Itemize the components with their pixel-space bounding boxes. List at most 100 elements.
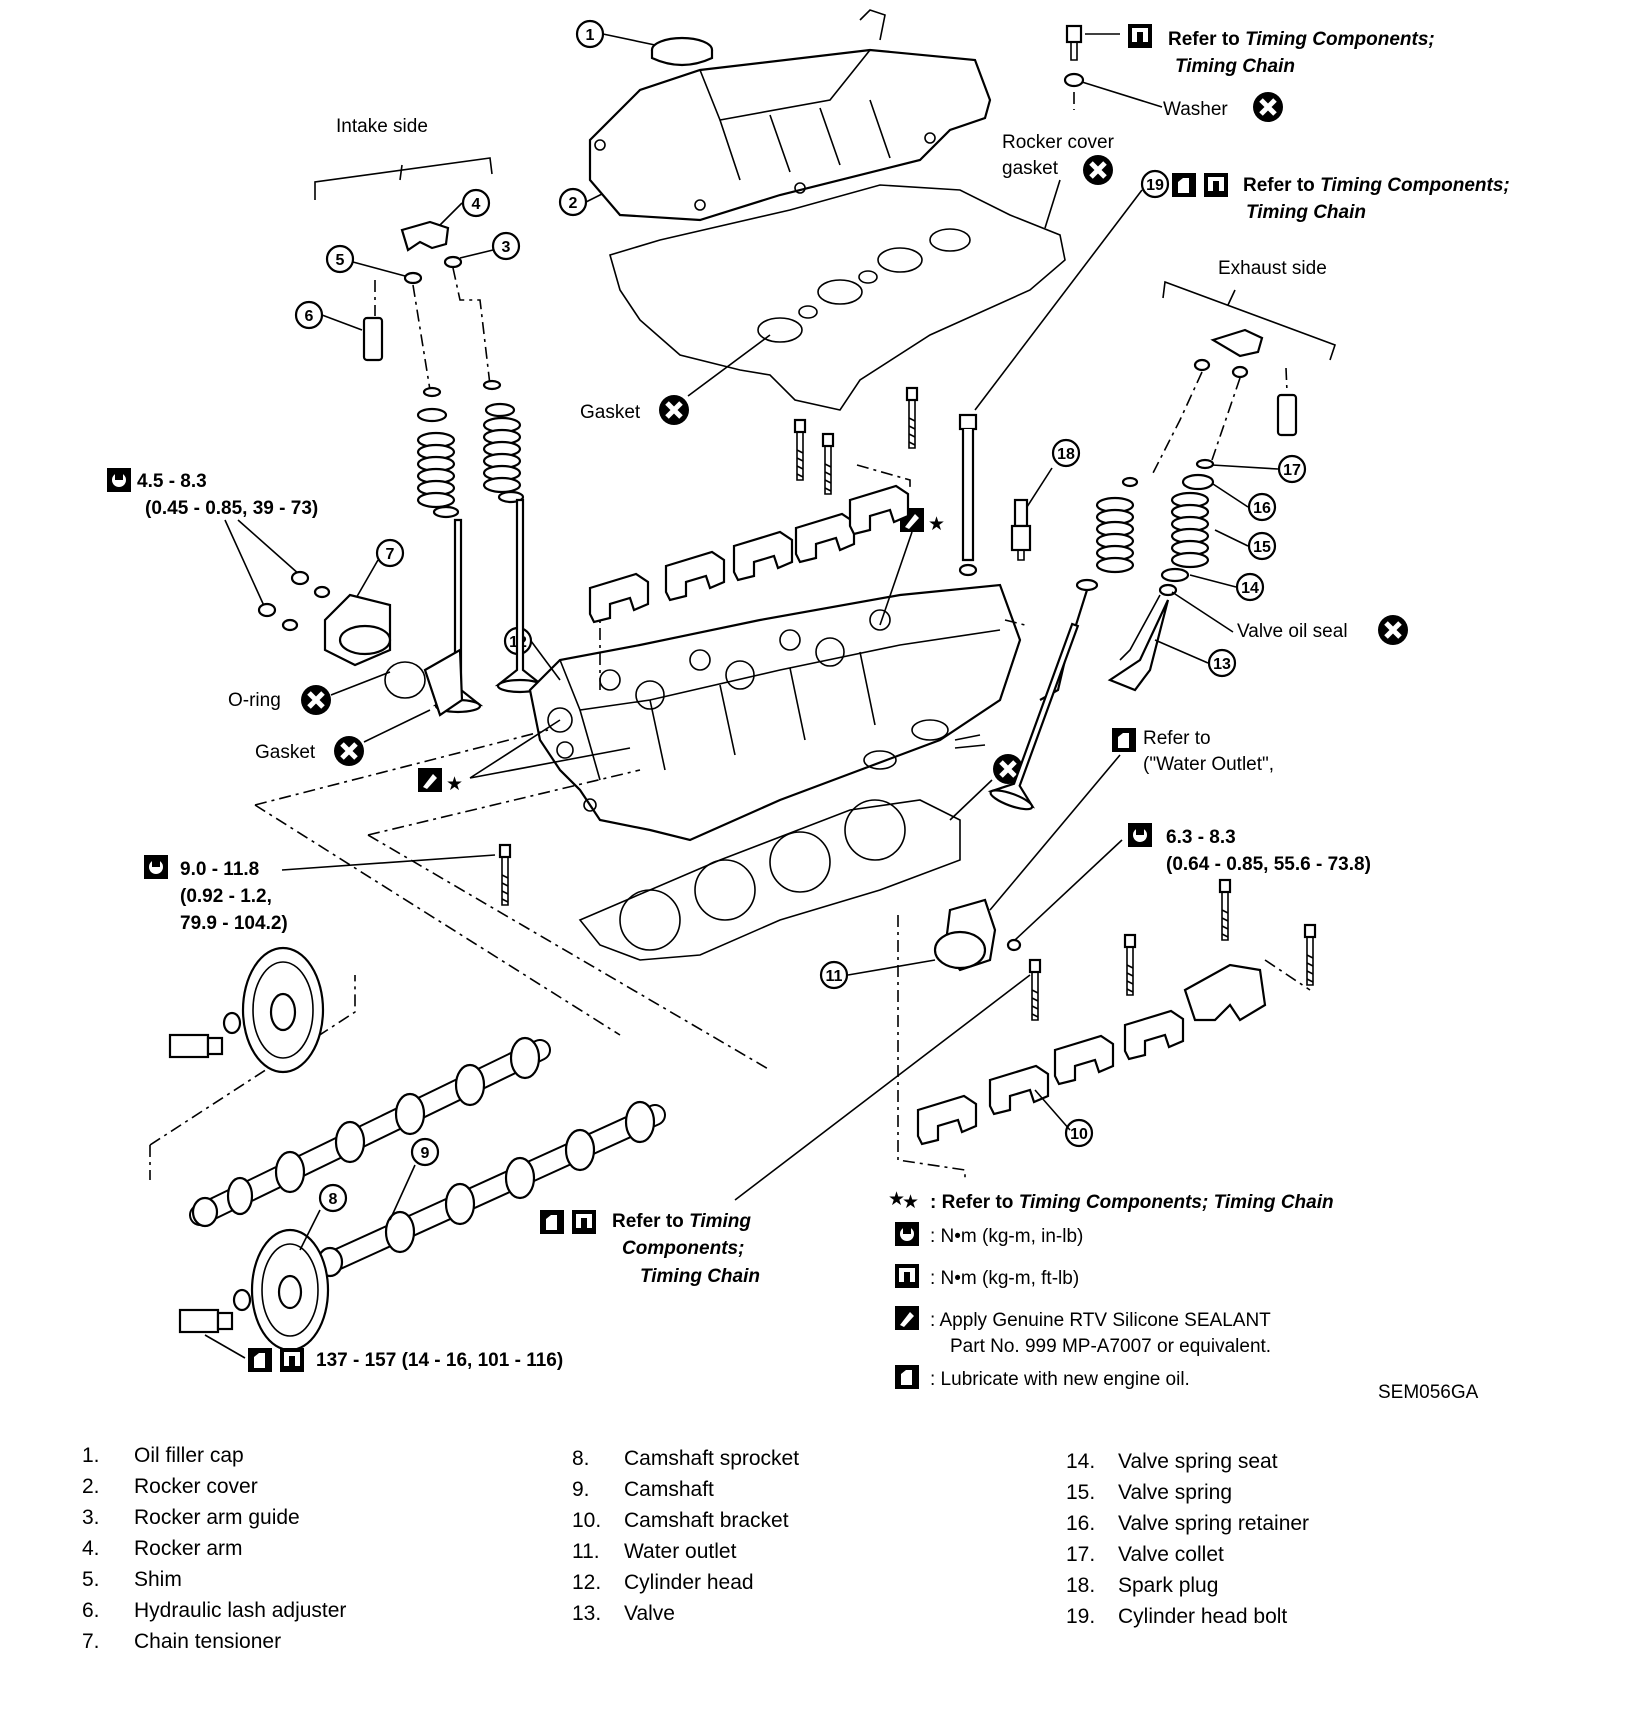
svg-text:16: 16: [1253, 500, 1271, 517]
rtv-star-right: ★: [879, 508, 945, 626]
exhaust-camshaft-assembly: [178, 1100, 666, 1359]
list-item: 13.Valve: [572, 1602, 675, 1625]
exhaust-side-group: Exhaust side Valve oil seal: [987, 258, 1408, 815]
list-item: 8.Camshaft sprocket: [572, 1447, 800, 1470]
list-item: 5.Shim: [82, 1568, 182, 1591]
rtv-star-left: ★: [418, 719, 631, 795]
water-outlet: Refer to ("Water Outlet",: [847, 728, 1274, 976]
svg-text:Timing Chain: Timing Chain: [1175, 56, 1295, 77]
svg-text:Valve oil seal: Valve oil seal: [1237, 621, 1348, 642]
svg-text:: Lubricate with new engine oi: : Lubricate with new engine oil.: [930, 1369, 1190, 1390]
svg-text:Timing Chain: Timing Chain: [1246, 202, 1366, 223]
intake-side-group: Intake side: [314, 116, 544, 714]
torque-4.5-8.3: 4.5 - 8.3 (0.45 - 0.85, 39 - 73): [107, 468, 331, 632]
svg-text:Components;: Components;: [622, 1238, 744, 1259]
callout-7: 7: [375, 538, 405, 568]
list-item: 3.Rocker arm guide: [82, 1506, 300, 1529]
callout-13: 13: [1207, 648, 1237, 678]
list-item: 9.Camshaft: [572, 1478, 714, 1501]
svg-text:6.3 - 8.3: 6.3 - 8.3: [1166, 827, 1236, 848]
svg-text:: Apply Genuine RTV Silicone S: : Apply Genuine RTV Silicone SEALANT: [930, 1310, 1271, 1331]
callout-17: 17: [1277, 454, 1307, 484]
svg-text:★: ★: [446, 774, 463, 795]
svg-text:Gasket: Gasket: [580, 402, 641, 423]
svg-text:Refer to Timing: Refer to Timing: [612, 1211, 751, 1232]
callouts: 1 2 3 4 5 6 7 8 9 10 11 12 13 14 15 16 1…: [294, 19, 1307, 1213]
refer-timing-bottom: Refer to Timing Components; Timing Chain: [540, 974, 1031, 1287]
cylinder-head: [528, 583, 1022, 842]
assembly-lines: [149, 619, 1026, 1180]
svg-text:3: 3: [502, 239, 511, 256]
svg-text:15: 15: [1253, 539, 1271, 556]
callout-8: 8: [318, 1183, 348, 1213]
torque-6.3-8.3: 6.3 - 8.3 (0.64 - 0.85, 55.6 - 73.8): [1014, 823, 1371, 941]
callout-2: 2: [558, 187, 588, 217]
svg-text:: N•m (kg-m, ft-lb): : N•m (kg-m, ft-lb): [930, 1268, 1079, 1289]
callout-15: 15: [1247, 531, 1277, 561]
upper-camshaft-brackets: [588, 386, 978, 624]
svg-text:Intake side: Intake side: [336, 116, 428, 137]
svg-text:19: 19: [1146, 177, 1164, 194]
svg-text:★: ★: [888, 1189, 905, 1210]
svg-text:14: 14: [1241, 580, 1259, 597]
list-item: 19.Cylinder head bolt: [1066, 1605, 1288, 1628]
svg-text:9: 9: [421, 1145, 430, 1162]
svg-text:Part No. 999 MP-A7007 or equiv: Part No. 999 MP-A7007 or equivalent.: [950, 1336, 1271, 1357]
intake-camshaft-assembly: [168, 946, 551, 1228]
svg-text:9.0 - 11.8: 9.0 - 11.8: [180, 859, 259, 880]
svg-text:Refer to Timing Components;: Refer to Timing Components;: [1168, 29, 1435, 50]
svg-text:Refer to Timing Components;: Refer to Timing Components;: [1243, 175, 1510, 196]
list-item: 11.Water outlet: [572, 1540, 737, 1563]
svg-text:7: 7: [386, 546, 395, 563]
callout-6: 6: [294, 300, 324, 330]
svg-text:17: 17: [1283, 462, 1301, 479]
list-item: 2.Rocker cover: [82, 1475, 258, 1498]
list-item: 12.Cylinder head: [572, 1571, 754, 1594]
torque-9.0-11.8: 9.0 - 11.8 (0.92 - 1.2, 79.9 - 104.2): [144, 843, 512, 934]
rocker-cover-bolt-group: Refer to Timing Components; Timing Chain…: [1063, 24, 1435, 122]
svg-text:10: 10: [1070, 1126, 1088, 1143]
svg-text:79.9 - 104.2): 79.9 - 104.2): [180, 913, 288, 934]
parts-column-1: 1.Oil filler cap 2.Rocker cover 3.Rocker…: [82, 1440, 542, 1657]
svg-text:(0.92 - 1.2,: (0.92 - 1.2,: [180, 886, 272, 907]
head-gasket: [578, 754, 1023, 961]
list-item: 15.Valve spring: [1066, 1481, 1233, 1504]
svg-text:18: 18: [1057, 446, 1075, 463]
torque-137-157: 137 - 157 (14 - 16, 101 - 116): [248, 1348, 563, 1372]
callout-14: 14: [1235, 572, 1265, 602]
svg-text:Rocker cover: Rocker cover: [1002, 132, 1115, 153]
svg-text:Gasket: Gasket: [255, 742, 316, 763]
svg-text:★: ★: [902, 1192, 919, 1213]
svg-text:1: 1: [586, 27, 595, 44]
svg-text:4.5 - 8.3: 4.5 - 8.3: [137, 471, 207, 492]
list-item: 14.Valve spring seat: [1066, 1450, 1278, 1473]
svg-text:(0.45 - 0.85, 39 - 73): (0.45 - 0.85, 39 - 73): [145, 498, 318, 519]
svg-text:Refer to: Refer to: [1143, 728, 1211, 749]
svg-text:(0.64 - 0.85, 55.6 - 73.8): (0.64 - 0.85, 55.6 - 73.8): [1166, 854, 1371, 875]
list-item: 7.Chain tensioner: [82, 1630, 282, 1653]
callout-10: 10: [1064, 1118, 1094, 1148]
svg-text:gasket: gasket: [1002, 158, 1059, 179]
callout-4: 4: [461, 188, 491, 218]
svg-text:SEM056GA: SEM056GA: [1378, 1382, 1479, 1403]
cylinder-head-bolt-refer: Refer to Timing Components; Timing Chain: [974, 173, 1510, 411]
plug-tube-gasket-label: Gasket: [580, 334, 771, 425]
callout-9: 9: [410, 1137, 440, 1167]
svg-text:137 - 157 (14 - 16, 101 - 116): 137 - 157 (14 - 16, 101 - 116): [316, 1350, 563, 1371]
parts-column-2: 8.Camshaft sprocket 9.Camshaft 10.Camsha…: [572, 1443, 1032, 1629]
callout-3: 3: [491, 231, 521, 261]
callout-19: 19: [1140, 169, 1170, 199]
svg-text:2: 2: [569, 195, 578, 212]
parts-list: 1.Oil filler cap 2.Rocker cover 3.Rocker…: [0, 1440, 1632, 1670]
list-item: 10.Camshaft bracket: [572, 1509, 789, 1532]
svg-text:4: 4: [472, 196, 481, 213]
callout-5: 5: [325, 244, 355, 274]
svg-text:: N•m (kg-m, in-lb): : N•m (kg-m, in-lb): [930, 1226, 1083, 1247]
svg-text:★: ★: [928, 514, 945, 535]
rocker-cover-gasket-label: Rocker cover gasket: [1002, 132, 1115, 229]
svg-text:: Refer to Timing Components;: : Refer to Timing Components; Timing Cha…: [930, 1192, 1334, 1213]
legend: ★ : Refer to Timing Components; Timing C…: [895, 1192, 1479, 1403]
list-item: 17.Valve collet: [1066, 1543, 1224, 1566]
svg-text:("Water Outlet",: ("Water Outlet",: [1143, 754, 1274, 775]
